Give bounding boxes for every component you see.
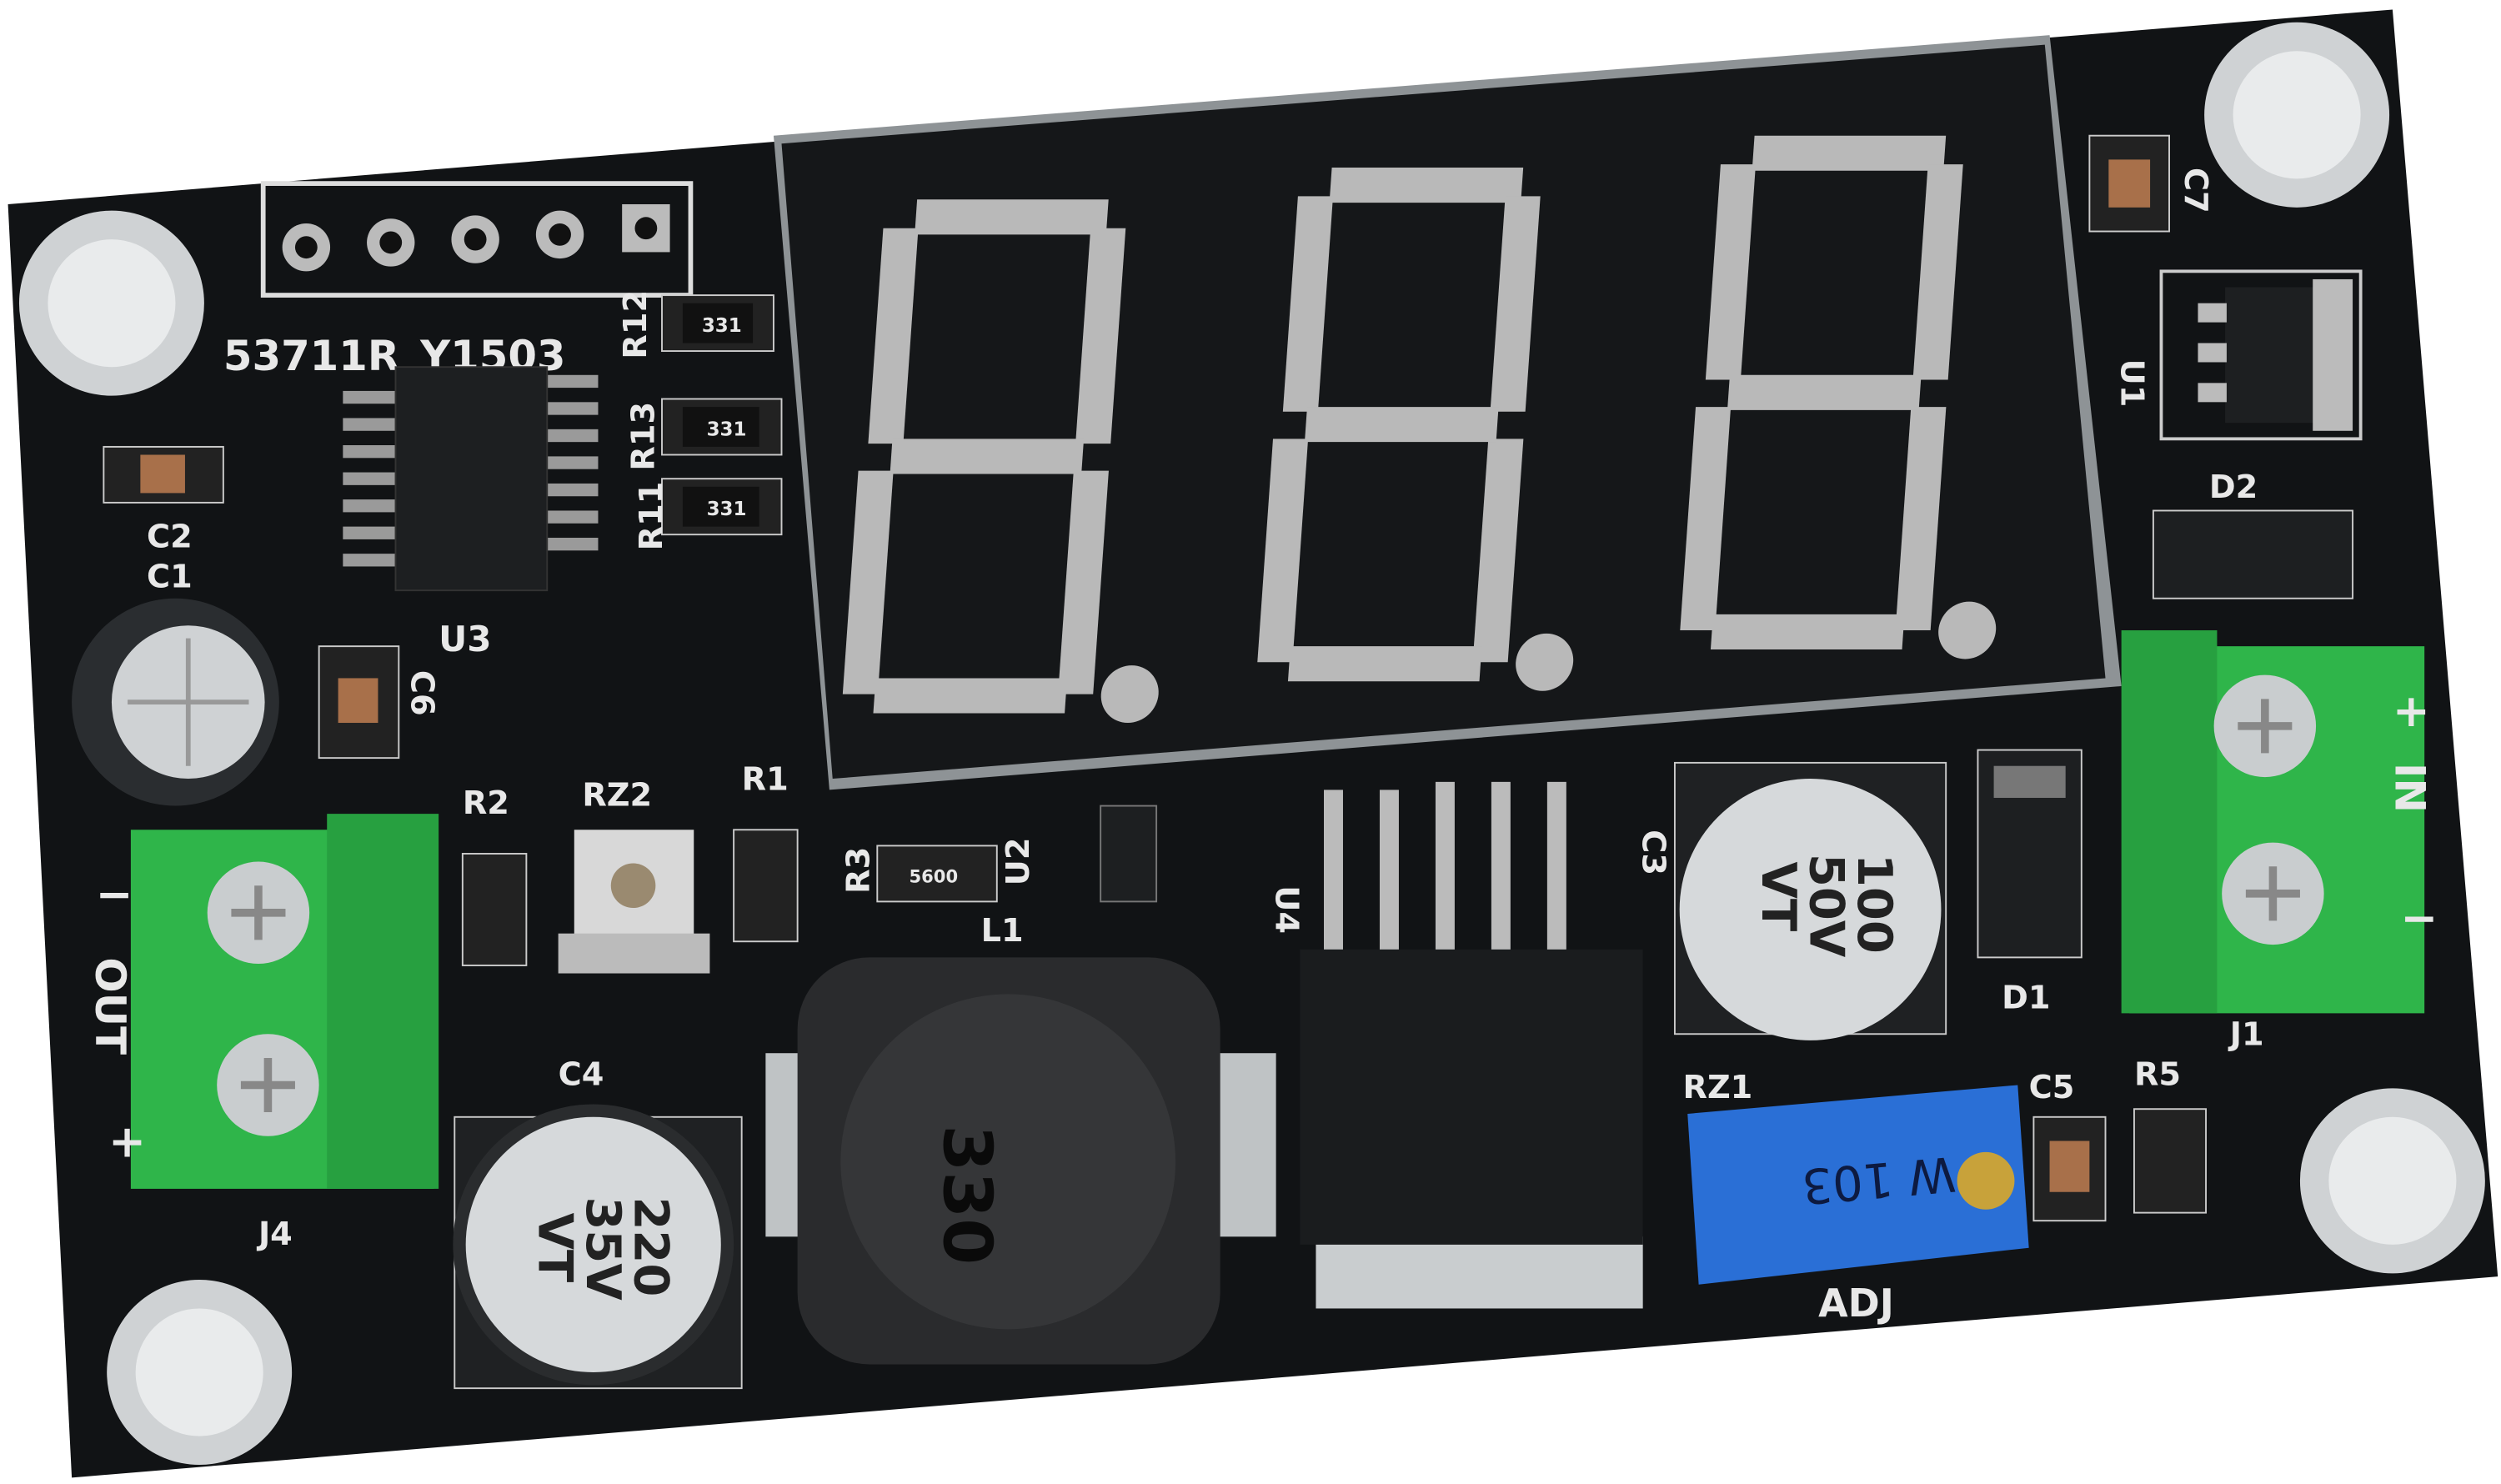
capacitor-c3	[1673, 761, 1947, 1040]
display-segment	[1710, 614, 1905, 649]
diode-d2	[2152, 509, 2354, 599]
display-segment	[1895, 407, 1947, 631]
display-segment	[1752, 135, 1947, 171]
capacitor-c4	[453, 1104, 743, 1390]
c4-series: VT	[528, 1213, 584, 1283]
terminal-block-j1	[2121, 630, 2425, 1014]
resistor-r5	[2133, 1108, 2208, 1214]
resistor-r1	[733, 829, 799, 943]
r12-code: 331	[702, 315, 742, 337]
in-label: IN	[2386, 763, 2434, 813]
transistor-u2	[1100, 805, 1158, 903]
potentiometer-rz1[interactable]	[1687, 1085, 2029, 1285]
resistor-r2	[461, 853, 528, 966]
r12-label: R12	[617, 290, 654, 359]
display-segment	[1912, 164, 1963, 380]
in-minus-label: −	[2400, 892, 2438, 945]
display-segment	[1058, 470, 1109, 694]
r13-code: 331	[707, 419, 747, 441]
display-segment	[873, 678, 1068, 714]
c6-label: C6	[403, 670, 441, 716]
rz1-label: RZ1	[1682, 1069, 1752, 1106]
c2-label: C2	[147, 518, 193, 555]
r1-label: R1	[742, 760, 789, 798]
r3-code: 5600	[910, 865, 959, 886]
u1-label: U1	[2113, 359, 2151, 408]
display-digit	[842, 199, 1159, 724]
display-segment	[1329, 167, 1524, 203]
r13-label: R13	[624, 402, 662, 471]
mounting-holes	[18, 22, 2485, 1466]
display-segment	[915, 199, 1109, 235]
r2-label: R2	[463, 785, 509, 822]
c4-label: C4	[559, 1055, 604, 1093]
display-segment	[890, 439, 1085, 474]
display-segment	[1075, 228, 1126, 444]
resistor-r3	[876, 845, 998, 903]
d1-label: D1	[2002, 980, 2050, 1017]
d2-label: D2	[2209, 469, 2258, 506]
c3-capacitance: 100	[1847, 854, 1902, 954]
inductor-marking: 330	[929, 1125, 1007, 1265]
display-segment	[1257, 439, 1309, 663]
pot-marking: W 103	[1800, 1146, 1958, 1215]
inductor-l1	[765, 957, 1276, 1365]
u3-label: U3	[439, 619, 491, 659]
u4-label: U4	[1268, 885, 1306, 934]
resistors-r11-r13	[661, 294, 783, 536]
display-segment	[868, 228, 919, 444]
display-digit	[1680, 135, 1997, 659]
c1-label: C1	[147, 558, 193, 595]
adj-label: ADJ	[1818, 1281, 1894, 1326]
c3-series: VT	[1751, 862, 1807, 932]
in-plus-label: +	[2393, 684, 2430, 737]
display-segment	[1705, 164, 1757, 380]
display-segment	[842, 470, 894, 694]
regulator-u4	[1300, 781, 1643, 1309]
r11-label: R11	[633, 482, 670, 551]
rz2-label: RZ2	[582, 777, 652, 815]
display-decimal-point	[1938, 601, 1997, 659]
display-segment	[1680, 407, 1732, 631]
j4-label: J4	[256, 1216, 293, 1253]
display-segment	[1490, 196, 1541, 412]
ic-u3	[343, 366, 599, 592]
c4-capacitance: 220	[623, 1196, 679, 1296]
display-segment	[1472, 439, 1524, 663]
display-decimal-point	[1516, 633, 1574, 691]
ic-u1	[2159, 269, 2363, 441]
capacitor-c1	[72, 598, 279, 806]
seven-segment-display	[773, 35, 2122, 790]
display-segment	[1727, 374, 1922, 410]
c5-label: C5	[2029, 1069, 2075, 1106]
out-plus-label: +	[108, 1116, 146, 1168]
c4-voltage: 35V	[575, 1196, 631, 1301]
display-segment	[1304, 407, 1499, 443]
display-decimal-point	[1100, 665, 1159, 724]
display-segment	[1287, 646, 1482, 682]
c3-label: C3	[1635, 830, 1672, 875]
r3-label: R3	[840, 847, 878, 894]
c7-label: C7	[2177, 168, 2214, 213]
r5-label: R5	[2134, 1055, 2181, 1093]
u2-label: U2	[1000, 838, 1037, 886]
terminal-block-j4	[130, 814, 439, 1189]
c3-voltage: 50V	[1799, 854, 1855, 958]
r11-code: 331	[707, 499, 747, 520]
j1-label: J1	[2228, 1016, 2264, 1054]
out-minus-label: −	[96, 868, 133, 920]
pin-header	[260, 181, 694, 298]
l1-label: L1	[981, 912, 1024, 950]
display-segment	[1282, 196, 1333, 412]
out-label: OUT	[86, 957, 134, 1055]
trimmer-rz2	[558, 830, 710, 974]
display-digit	[1257, 167, 1574, 691]
